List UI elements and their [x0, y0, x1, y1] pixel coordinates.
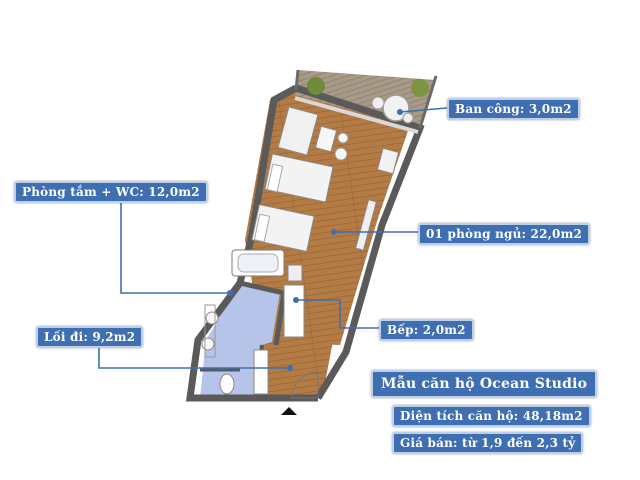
- glass-partition: [294, 96, 419, 134]
- apartment-title-label: Mẫu căn hộ Ocean Studio: [371, 370, 598, 398]
- kitchen-label: Bếp: 2,0m2: [379, 319, 474, 341]
- leader-dots: [227, 109, 403, 371]
- toilet-icon: [219, 373, 235, 395]
- chair-icon: [371, 96, 385, 110]
- sofa-icon: [277, 106, 319, 156]
- bedroom-floor: [245, 88, 410, 345]
- kitchen-counter-icon: [283, 284, 305, 338]
- plant-icon: [411, 79, 429, 97]
- area-label: Diện tích căn hộ: 48,18m2: [392, 405, 591, 427]
- balcony-rail-left: [294, 69, 300, 91]
- entrance-arrow-icon: [281, 407, 297, 415]
- chair-icon: [402, 112, 414, 124]
- bathtub-inner-icon: [237, 253, 279, 273]
- tv-cabinet-icon: [355, 199, 377, 251]
- round-table-icon: [382, 94, 410, 122]
- sink-icon: [201, 337, 215, 351]
- shower-glass-icon: [204, 304, 216, 358]
- pillow-icon: [253, 213, 271, 243]
- stool-icon: [334, 147, 348, 161]
- balcony-rail-right: [418, 75, 438, 129]
- kitchen-cabinet-icon: [253, 349, 269, 395]
- corridor-label: Lối đi: 9,2m2: [36, 326, 144, 348]
- entrance-door-icon: [291, 371, 319, 399]
- desk-icon: [376, 147, 400, 175]
- coffee-table-icon: [314, 125, 338, 153]
- price-label: Giá bán: từ 1,9 đến 2,3 tỷ: [392, 432, 584, 454]
- pillow-icon: [266, 163, 284, 193]
- plant-icon: [307, 77, 325, 95]
- bedroom-label: 01 phòng ngủ: 22,0m2: [418, 223, 591, 245]
- stool-icon: [337, 132, 349, 144]
- outer-wall: [294, 84, 425, 400]
- bathroom-label: Phòng tắm + WC: 12,0m2: [14, 181, 208, 203]
- fridge-icon: [287, 264, 303, 282]
- sink-icon: [205, 311, 219, 325]
- balcony-label: Ban công: 3,0m2: [447, 98, 580, 120]
